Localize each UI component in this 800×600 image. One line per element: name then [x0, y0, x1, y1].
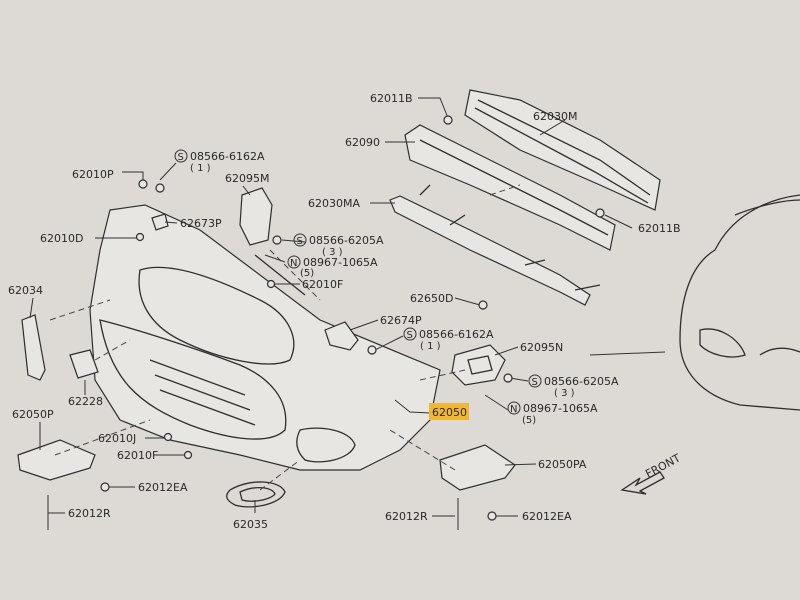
label-62034: 62034 — [8, 284, 43, 297]
s-mark-6205A-mid: S — [528, 374, 542, 388]
label-62012R-right: 62012R — [385, 510, 428, 523]
label-08967-1065A-mid-qty: (5) — [522, 415, 536, 426]
label-08566-6205A-mid-qty: ( 3 ) — [554, 388, 575, 399]
label-62050: 62050 — [432, 406, 467, 419]
plate-62228 — [69, 349, 99, 379]
label-08967-1065A-mid: 08967-1065A — [523, 402, 598, 415]
svg-text:S: S — [407, 330, 413, 341]
n-mark-top: N — [287, 255, 301, 269]
s-mark-top: S — [174, 149, 188, 163]
clip-62674P — [324, 321, 359, 351]
label-08566-6162A-mid: 08566-6162A — [419, 328, 494, 341]
label-62035: 62035 — [233, 518, 268, 531]
undercover-62050PA — [439, 444, 516, 491]
bumper-absorber-62030M — [464, 89, 661, 211]
label-08967-1065A-top-qty: (5) — [300, 268, 314, 279]
label-62674P: 62674P — [380, 314, 422, 327]
label-62228: 62228 — [68, 395, 103, 408]
label-08566-6205A-top: 08566-6205A — [309, 234, 384, 247]
label-62095N: 62095N — [520, 341, 563, 354]
fasteners — [47, 115, 605, 530]
label-62010J: 62010J — [98, 432, 136, 445]
s-mark-mid: S — [403, 327, 417, 341]
svg-text:N: N — [290, 258, 297, 269]
absorber-62030MA — [389, 184, 601, 306]
label-62090: 62090 — [345, 136, 380, 149]
label-62010D: 62010D — [40, 232, 83, 245]
label-62012R-left: 62012R — [68, 507, 111, 520]
label-08967-1065A-top: 08967-1065A — [303, 256, 378, 269]
clip-62673P — [151, 213, 169, 231]
label-08566-6162A-top-qty: ( 1 ) — [190, 163, 211, 174]
label-62030M: 62030M — [533, 110, 577, 123]
label-08566-6205A-mid: 08566-6205A — [544, 375, 619, 388]
car-outline — [679, 194, 800, 411]
fog-cover-62035 — [226, 481, 286, 508]
part-highlight — [429, 403, 469, 420]
leader-lines — [29, 97, 666, 517]
label-08566-6162A-mid-qty: ( 1 ) — [420, 341, 441, 352]
label-08566-6162A-top: 08566-6162A — [190, 150, 265, 163]
label-62010F-bottom: 62010F — [117, 449, 158, 462]
s-mark-6205A-top: S — [293, 233, 307, 247]
bracket-62095M — [239, 187, 273, 246]
front-arrow-icon: FRONT — [620, 451, 683, 495]
bumper-fascia-62050 — [89, 204, 441, 471]
label-62050P: 62050P — [12, 408, 54, 421]
label-62011B-right: 62011B — [638, 222, 681, 235]
label-62095M: 62095M — [225, 172, 269, 185]
svg-text:S: S — [297, 236, 303, 247]
label-62010F-top: 62010F — [302, 278, 343, 291]
bracket-62095N — [451, 344, 506, 386]
svg-text:N: N — [510, 404, 517, 415]
label-62011B-top: 62011B — [370, 92, 413, 105]
bracket-62034 — [21, 314, 46, 381]
svg-text:S: S — [178, 152, 184, 163]
label-62012EA-right: 62012EA — [522, 510, 572, 523]
label-62050PA: 62050PA — [538, 458, 587, 471]
label-62650D: 62650D — [410, 292, 453, 305]
n-mark-mid: N — [507, 401, 521, 415]
svg-text:S: S — [532, 377, 538, 388]
undercover-62050P — [17, 439, 96, 481]
label-62030MA: 62030MA — [308, 197, 360, 210]
assembly-lines — [49, 184, 521, 491]
label-08566-6205A-top-qty: ( 3 ) — [322, 247, 343, 258]
reinforcement-62090 — [404, 124, 616, 251]
label-62673P: 62673P — [180, 217, 222, 230]
label-62010P: 62010P — [72, 168, 114, 181]
label-62012EA-left: 62012EA — [138, 481, 188, 494]
